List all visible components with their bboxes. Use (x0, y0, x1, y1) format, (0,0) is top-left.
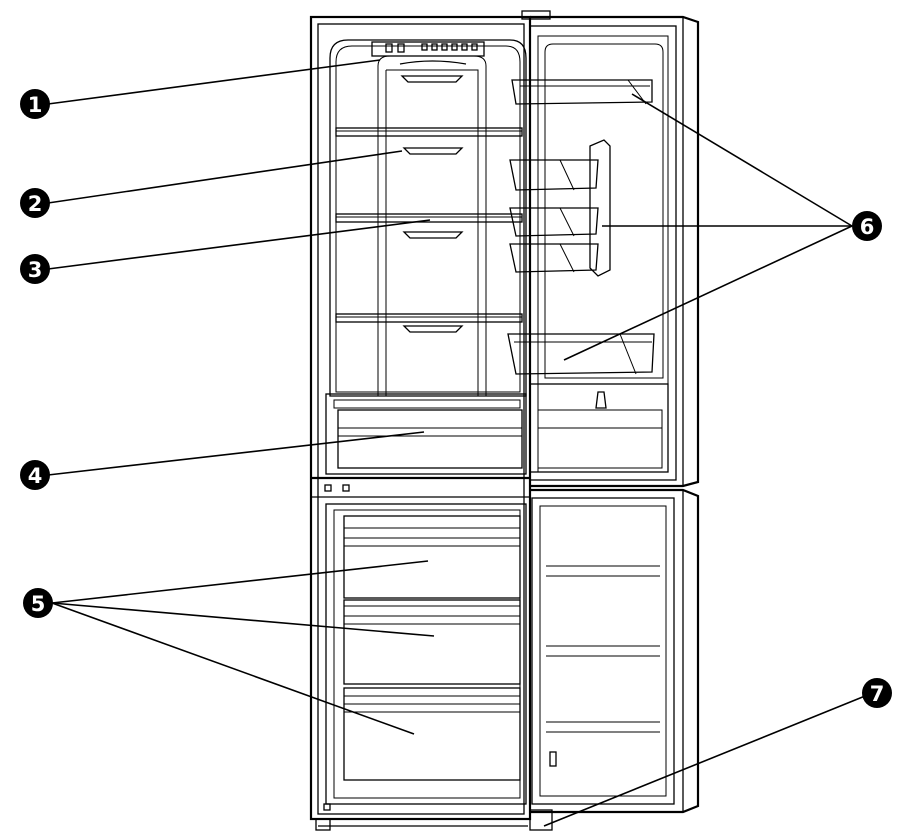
leader-5a (51, 560, 429, 604)
leader-2 (47, 150, 403, 204)
callout-3: 3 (20, 254, 50, 284)
control-panel (371, 41, 485, 83)
leader-5c (51, 602, 415, 735)
callout-2: 2 (20, 188, 50, 218)
callout-1-circle (20, 89, 50, 119)
callout-7: 7 (862, 678, 892, 708)
callout-4-circle (20, 460, 50, 490)
leader-7 (543, 693, 871, 827)
freezer-compartment (325, 503, 527, 805)
fridge-door (529, 15, 700, 488)
door-egg-rack (509, 139, 611, 277)
door-bottle-bin (529, 383, 669, 473)
callout-7-number: 7 (870, 682, 885, 706)
callout-7-circle (862, 678, 892, 708)
callout-5-number: 5 (31, 592, 46, 616)
door-balcony-top (511, 79, 653, 105)
leader-5b (51, 602, 435, 637)
callout-5: 5 (23, 588, 53, 618)
crisper-drawer (325, 393, 527, 475)
callout-3-number: 3 (28, 258, 43, 282)
callout-1-number: 1 (28, 93, 43, 117)
callout-4-number: 4 (28, 464, 43, 488)
callout-2-circle (20, 188, 50, 218)
callout-1: 1 (20, 89, 50, 119)
callout-6-number: 6 (860, 215, 875, 239)
door-balcony-bottom (507, 333, 655, 375)
freezer-drawer-bottom (343, 687, 521, 781)
leader-6a (631, 93, 853, 227)
freezer-drawer-top (343, 515, 521, 599)
rear-vents (402, 147, 464, 333)
glass-shelf-middle (335, 213, 523, 223)
freezer-door (530, 488, 700, 814)
fridge-compartment (329, 39, 527, 397)
callout-6: 6 (852, 211, 882, 241)
callout-6-circle (852, 211, 882, 241)
leader-4 (47, 431, 425, 476)
callout-3-circle (20, 254, 50, 284)
callout-4: 4 (20, 460, 50, 490)
callout-5-circle (23, 588, 53, 618)
callout-2-number: 2 (28, 192, 43, 216)
leader-lines (47, 59, 871, 827)
leader-1 (47, 59, 381, 105)
leader-3 (47, 219, 431, 270)
glass-shelf-upper (335, 127, 523, 137)
leader-6c (563, 225, 853, 361)
cabinet (309, 10, 553, 831)
glass-shelf-lower (335, 313, 523, 323)
freezer-drawer-middle (343, 599, 521, 685)
